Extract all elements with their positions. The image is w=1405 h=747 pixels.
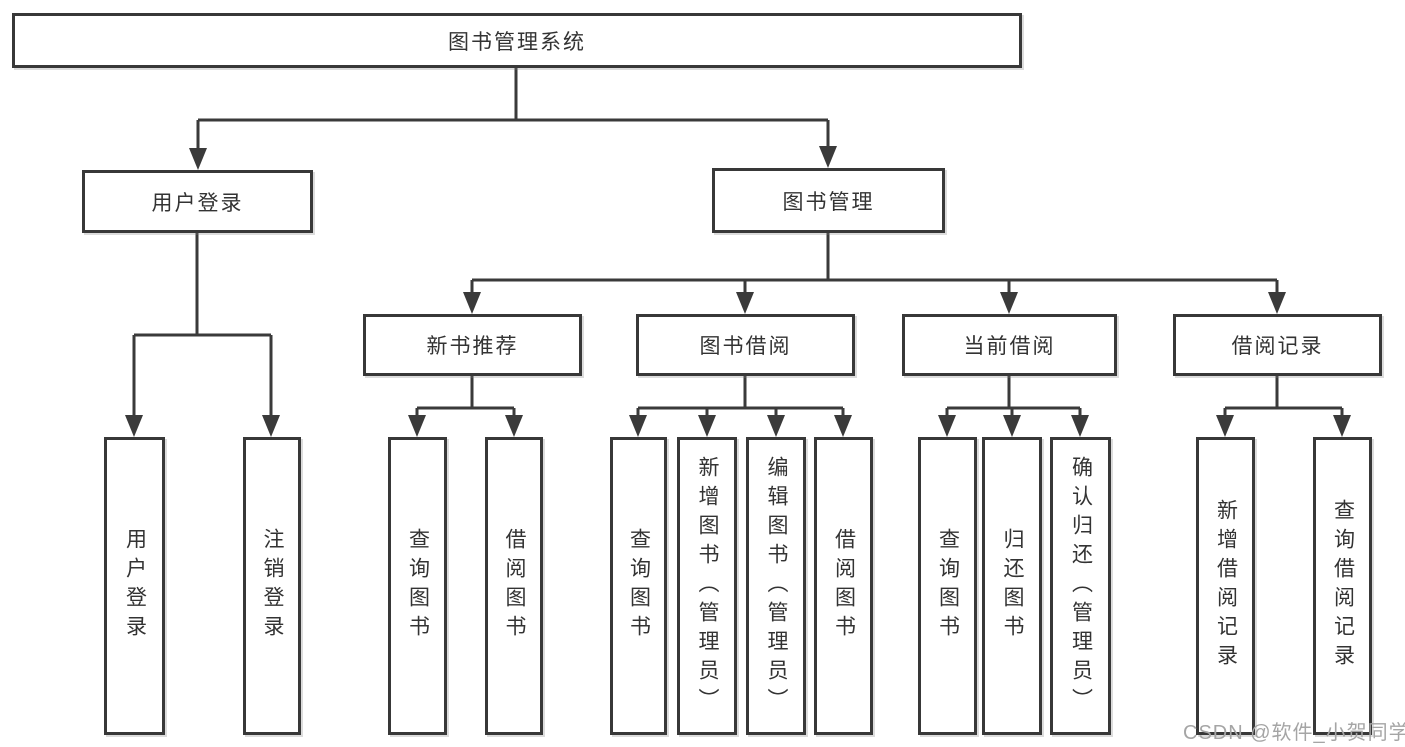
leaf-current-query-books-label: 查询图书 [936,528,960,644]
node-borrow-records-label: 借阅记录 [1231,335,1324,358]
node-new-book-recommend-label: 新书推荐 [426,335,519,358]
connector-current-borrow-to-children [938,374,1089,437]
leaf-borrow-edit-books-label: 编辑图书（管理员） [765,455,788,717]
node-book-management-label: 图书管理 [782,190,875,214]
leaf-borrow-borrow-books-label: 借阅图书 [832,528,856,644]
node-system: 图书管理系统 [12,13,1022,68]
node-user-login: 用户登录 [82,170,313,233]
leaf-borrow-query-books: 查询图书 [610,437,667,735]
leaf-user-login-label: 用户登录 [123,528,147,644]
leaf-logout-label: 注销登录 [261,528,284,644]
watermark: CSDN @软件_小贺同学 [1183,722,1405,744]
connector-book-borrow-to-children [629,374,852,437]
connector-user-login-to-children [125,231,280,437]
leaf-recommend-query-books: 查询图书 [388,437,447,735]
leaf-records-add-record-label: 新增借阅记录 [1214,499,1238,673]
leaf-current-return-books-label: 归还图书 [1001,528,1024,644]
leaf-current-return-books: 归还图书 [982,437,1042,735]
leaf-borrow-edit-books: 编辑图书（管理员） [746,437,806,735]
leaf-records-add-record: 新增借阅记录 [1196,437,1255,735]
leaf-recommend-borrow-books: 借阅图书 [485,437,543,735]
leaf-logout: 注销登录 [243,437,301,735]
connector-root-to-children [189,66,837,170]
connector-borrow-records-to-children [1216,374,1351,437]
node-system-label: 图书管理系统 [448,30,586,54]
leaf-current-confirm-return: 确认归还（管理员） [1050,437,1111,735]
leaf-borrow-add-books-label: 新增图书（管理员） [696,455,719,717]
node-current-borrow-label: 当前借阅 [963,335,1056,358]
node-book-borrow-label: 图书借阅 [699,335,792,358]
leaf-recommend-query-books-label: 查询图书 [406,528,430,644]
node-book-management: 图书管理 [712,168,945,233]
connector-new-book-recommend-to-children [408,374,523,437]
leaf-current-query-books: 查询图书 [918,437,977,735]
node-current-borrow: 当前借阅 [902,314,1117,376]
leaf-borrow-add-books: 新增图书（管理员） [677,437,737,735]
leaf-borrow-query-books-label: 查询图书 [627,528,651,644]
node-borrow-records: 借阅记录 [1173,314,1382,376]
leaf-current-confirm-return-label: 确认归还（管理员） [1069,455,1093,717]
connector-book-management-to-children [463,231,1286,314]
node-book-borrow: 图书借阅 [636,314,855,376]
leaf-recommend-borrow-books-label: 借阅图书 [503,528,526,644]
node-user-login-label: 用户登录 [151,191,244,215]
leaf-records-query-record: 查询借阅记录 [1313,437,1372,735]
leaf-user-login: 用户登录 [104,437,165,735]
node-new-book-recommend: 新书推荐 [363,314,582,376]
leaf-borrow-borrow-books: 借阅图书 [814,437,873,735]
leaf-records-query-record-label: 查询借阅记录 [1331,499,1355,673]
